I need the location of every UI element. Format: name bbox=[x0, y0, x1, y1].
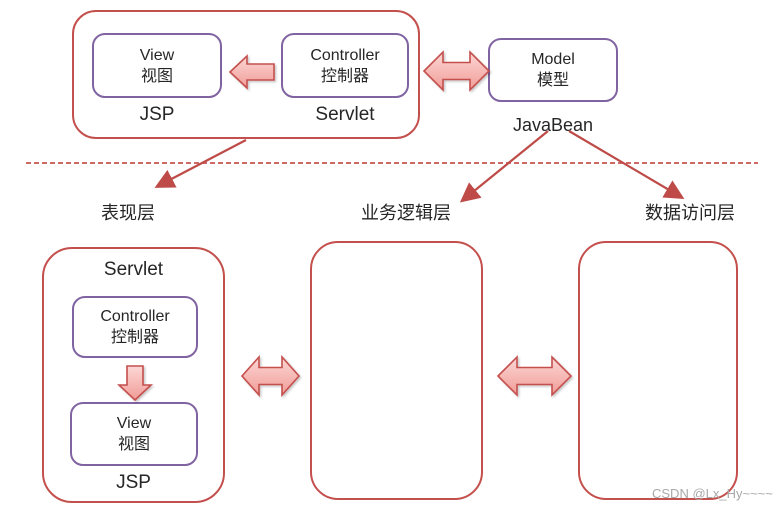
javabean-label: JavaBean bbox=[512, 115, 594, 135]
data-access-layer-box bbox=[578, 241, 738, 500]
model-box-line1: Model bbox=[531, 51, 575, 68]
mvc-top-container bbox=[72, 10, 420, 139]
presentation-business-double-arrow bbox=[240, 354, 301, 398]
layer-label-data-access: 数据访问层 bbox=[645, 203, 735, 223]
javabean-to-dataaccess-connector bbox=[568, 130, 685, 200]
view-box-bottom: View 视图 bbox=[70, 402, 198, 466]
javabean-to-business-connector bbox=[459, 130, 549, 203]
jsp-label-top: JSP bbox=[139, 104, 175, 125]
layer-label-business-logic: 业务逻辑层 bbox=[361, 203, 451, 223]
layer-label-presentation: 表现层 bbox=[101, 203, 155, 223]
presentation-layer-container bbox=[42, 247, 225, 503]
controller-box-top-line2: 控制器 bbox=[320, 67, 369, 85]
container-to-presentation-connector bbox=[154, 139, 247, 188]
view-box-bottom-line1: View bbox=[116, 415, 152, 432]
controller-box-bottom-line2: 控制器 bbox=[110, 329, 159, 346]
business-logic-layer-box bbox=[310, 241, 483, 500]
business-dataaccess-double-arrow bbox=[496, 355, 573, 397]
mvc-model-double-arrow bbox=[422, 50, 491, 92]
view-box-bottom-line2: 视图 bbox=[117, 436, 150, 453]
view-box-top: View 视图 bbox=[92, 33, 222, 98]
servlet-title-bottom: Servlet bbox=[103, 259, 164, 280]
controller-box-top: Controller 控制器 bbox=[281, 33, 409, 98]
watermark-text: CSDN @Lx_Hy~~~~ bbox=[652, 486, 773, 501]
servlet-label-top: Servlet bbox=[315, 104, 375, 125]
controller-box-bottom-line1: Controller bbox=[100, 308, 170, 325]
view-box-top-line1: View bbox=[139, 46, 175, 64]
view-box-top-line2: 视图 bbox=[140, 67, 173, 85]
controller-box-bottom: Controller 控制器 bbox=[72, 296, 198, 358]
model-box: Model 模型 bbox=[488, 38, 618, 102]
model-box-line2: 模型 bbox=[536, 72, 569, 89]
jsp-label-bottom: JSP bbox=[116, 472, 151, 493]
controller-box-top-line1: Controller bbox=[310, 46, 380, 64]
